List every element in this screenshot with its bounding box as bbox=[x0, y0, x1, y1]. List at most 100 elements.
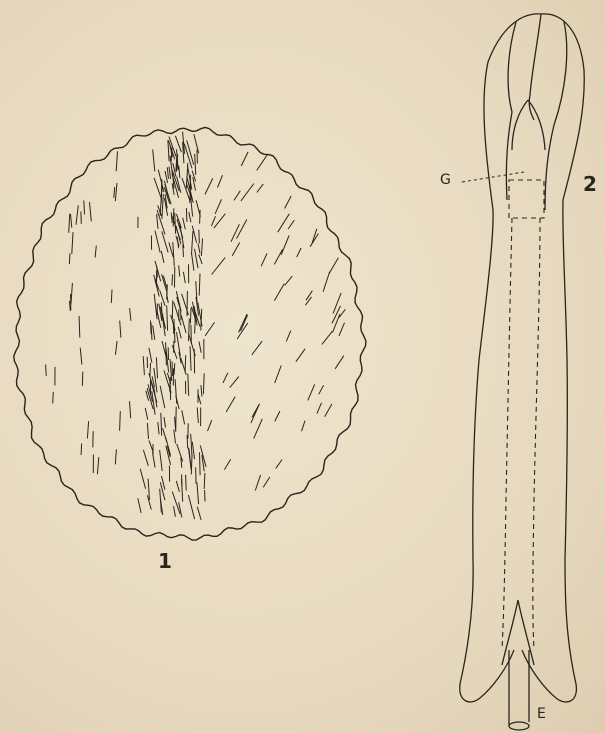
bristle-peripheral bbox=[224, 459, 230, 469]
bristle-central bbox=[192, 442, 194, 459]
bristle-peripheral bbox=[339, 309, 345, 317]
bristle-central bbox=[185, 355, 186, 372]
bristle-peripheral bbox=[205, 178, 213, 194]
bristle-peripheral bbox=[275, 411, 280, 421]
bristle-peripheral bbox=[276, 460, 282, 469]
bristle-central bbox=[203, 373, 204, 394]
bristle-peripheral bbox=[325, 404, 332, 417]
bristle-peripheral bbox=[71, 283, 72, 304]
bristle-peripheral bbox=[115, 183, 117, 201]
bristle-peripheral bbox=[274, 284, 284, 301]
bristle-peripheral bbox=[241, 184, 254, 201]
bristle-peripheral bbox=[72, 232, 73, 254]
bristle-peripheral bbox=[333, 314, 340, 333]
bristle-central bbox=[161, 413, 162, 436]
bristle-peripheral bbox=[143, 356, 144, 375]
bristle-peripheral bbox=[212, 257, 226, 274]
bristle-peripheral bbox=[312, 229, 317, 244]
bristle-peripheral bbox=[254, 419, 263, 439]
bristle-central bbox=[154, 178, 162, 199]
bristle-peripheral bbox=[263, 477, 270, 487]
bristle-peripheral bbox=[151, 323, 152, 340]
bristle-peripheral bbox=[90, 202, 92, 221]
bristle-central bbox=[201, 238, 202, 256]
bristle-central bbox=[148, 479, 149, 500]
bristle-central bbox=[177, 444, 183, 462]
bristle-central bbox=[199, 342, 201, 353]
bristle-central bbox=[178, 327, 181, 339]
bristle-central bbox=[138, 498, 141, 513]
organ-inner-loop bbox=[512, 100, 545, 150]
bristle-central bbox=[189, 449, 191, 470]
bristle-central bbox=[181, 316, 186, 334]
bristle-peripheral bbox=[120, 321, 121, 338]
bristle-peripheral bbox=[251, 404, 259, 423]
bristle-central bbox=[176, 407, 177, 432]
bristle-central bbox=[176, 481, 179, 492]
bristle-peripheral bbox=[147, 423, 148, 439]
bristle-central bbox=[160, 450, 163, 471]
bristle-central bbox=[194, 134, 199, 153]
bristle-central bbox=[190, 308, 191, 323]
bristle-peripheral bbox=[53, 392, 54, 404]
bristle-central bbox=[149, 348, 152, 363]
duct-e bbox=[509, 650, 529, 730]
bristle-peripheral bbox=[241, 152, 248, 166]
bristle-peripheral bbox=[208, 420, 212, 431]
organ-inner-lobe-left bbox=[506, 22, 516, 200]
bristle-peripheral bbox=[285, 196, 292, 209]
bristle-central bbox=[190, 346, 191, 371]
bristle-peripheral bbox=[335, 356, 344, 369]
bristle-peripheral bbox=[69, 253, 70, 264]
bristle-central bbox=[169, 167, 171, 179]
bristle-peripheral bbox=[84, 201, 85, 215]
bristle-peripheral bbox=[79, 316, 80, 338]
bristle-central bbox=[191, 325, 192, 344]
bristle-central bbox=[174, 363, 175, 374]
bristle-peripheral bbox=[297, 248, 301, 257]
bristle-peripheral bbox=[305, 297, 311, 305]
bristle-central bbox=[183, 272, 185, 283]
organ-right-outline bbox=[522, 14, 584, 702]
bristle-peripheral bbox=[255, 475, 260, 491]
bristle-central bbox=[179, 166, 180, 178]
bristle-central bbox=[188, 374, 189, 396]
bristle-central bbox=[195, 249, 199, 268]
bristle-central bbox=[199, 230, 200, 244]
bristle-central bbox=[160, 386, 165, 408]
bristle-peripheral bbox=[76, 205, 78, 224]
bristle-peripheral bbox=[323, 272, 330, 292]
bristle-central bbox=[197, 482, 199, 504]
bristle-central bbox=[192, 254, 194, 271]
bristle-peripheral bbox=[205, 322, 214, 336]
figure-2-organ bbox=[460, 14, 584, 702]
bristle-central bbox=[182, 410, 185, 424]
bristle-peripheral bbox=[120, 411, 121, 431]
bristle-peripheral bbox=[261, 253, 267, 266]
bristle-central bbox=[177, 332, 181, 356]
bristle-central bbox=[162, 231, 168, 252]
bristle-central bbox=[200, 210, 201, 224]
bristle-peripheral bbox=[226, 397, 235, 412]
bristle-peripheral bbox=[257, 154, 268, 170]
organ-inner-lobe-right bbox=[545, 22, 567, 210]
bristle-central bbox=[183, 218, 186, 230]
bristle-peripheral bbox=[46, 365, 47, 376]
bristle-central bbox=[177, 297, 181, 310]
bristle-central bbox=[161, 251, 164, 263]
bristle-central bbox=[180, 222, 184, 248]
bristle-peripheral bbox=[215, 199, 221, 214]
bristle-central bbox=[199, 274, 200, 296]
bristle-central bbox=[197, 407, 198, 423]
bristle-central bbox=[186, 208, 187, 222]
bristle-peripheral bbox=[278, 214, 290, 232]
bristle-central bbox=[201, 385, 202, 396]
bristle-peripheral bbox=[329, 258, 338, 274]
bristle-peripheral bbox=[153, 150, 155, 172]
bristle-central bbox=[143, 450, 148, 466]
bristle-central bbox=[167, 306, 168, 331]
bristle-central bbox=[174, 319, 175, 343]
bristle-central bbox=[156, 358, 157, 379]
bristle-central bbox=[200, 452, 201, 475]
